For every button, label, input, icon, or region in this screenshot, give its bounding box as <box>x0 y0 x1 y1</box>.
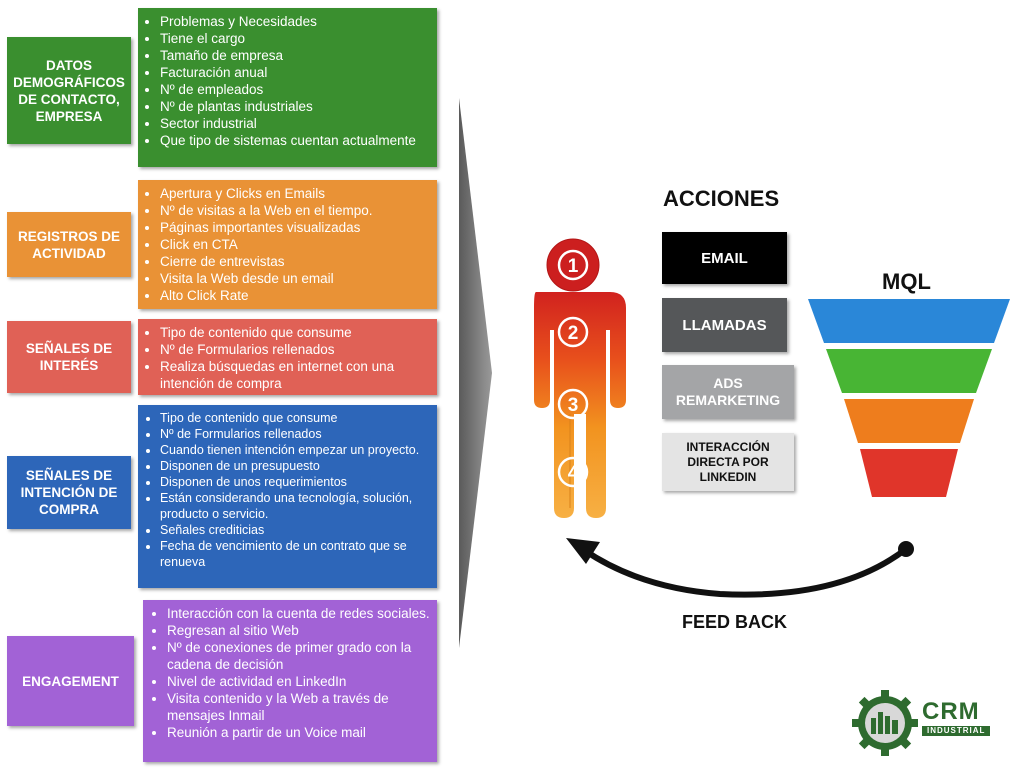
list-item: Alto Click Rate <box>160 287 431 304</box>
funnel-tier-1 <box>808 299 1010 343</box>
list-item: Fecha de vencimiento de un contrato que … <box>160 538 431 570</box>
list-item: Disponen de unos requerimientos <box>160 474 431 490</box>
step-badge-1: 1 <box>557 249 589 281</box>
step-badge-4: 4 <box>557 456 589 488</box>
funnel-tier-4 <box>860 449 958 497</box>
step-badge-2: 2 <box>557 316 589 348</box>
list-item: Tamaño de empresa <box>160 47 431 64</box>
list-item: Cierre de entrevistas <box>160 253 431 270</box>
list-item: Nº de visitas a la Web en el tiempo. <box>160 202 431 219</box>
category-label-engagement: ENGAGEMENT <box>7 636 134 726</box>
list-item: Click en CTA <box>160 236 431 253</box>
list-item: Tipo de contenido que consume <box>160 410 431 426</box>
crm-industrial-logo: CRM INDUSTRIAL <box>922 698 991 736</box>
step-number: 3 <box>568 395 579 416</box>
list-item: Nivel de actividad en LinkedIn <box>167 673 431 690</box>
feedback-label: FEED BACK <box>682 612 788 632</box>
logo-brand: CRM <box>922 698 980 725</box>
category-label-senales-intencion-compra: SEÑALES DE INTENCIÓN DE COMPRA <box>7 456 131 529</box>
acciones-title: ACCIONES <box>663 186 780 211</box>
mql-title: MQL <box>882 269 931 294</box>
feedback-arrow <box>566 538 914 598</box>
list-item: Están considerando una tecnología, soluc… <box>160 490 431 522</box>
step-number: 1 <box>568 256 579 277</box>
list-item: Páginas importantes visualizadas <box>160 219 431 236</box>
list-item: Apertura y Clicks en Emails <box>160 185 431 202</box>
mql-funnel <box>808 299 1010 497</box>
chevron-separator <box>459 98 492 648</box>
list-item: Realiza búsquedas en internet con una in… <box>160 358 431 392</box>
figure-head <box>546 238 600 292</box>
list-item: Disponen de un presupuesto <box>160 458 431 474</box>
step-badge-3: 3 <box>557 388 589 420</box>
list-item: Señales crediticias <box>160 522 431 538</box>
step-number: 2 <box>568 323 579 344</box>
step-number: 4 <box>568 463 579 484</box>
funnel-tier-3 <box>844 399 974 443</box>
category-label-datos-demograficos: DATOS DEMOGRÁFICOS DE CONTACTO, EMPRESA <box>7 37 131 144</box>
logo-sub: INDUSTRIAL <box>922 726 991 736</box>
list-item: Nº de plantas industriales <box>160 98 431 115</box>
list-item: Nº de Formularios rellenados <box>160 341 431 358</box>
list-item: Facturación anual <box>160 64 431 81</box>
action-ads-remarketing: ADS REMARKETING <box>662 365 794 419</box>
list-item: Regresan al sitio Web <box>167 622 431 639</box>
action-email: EMAIL <box>662 232 787 284</box>
figure-body <box>534 292 626 518</box>
category-list-datos-demograficos: Problemas y Necesidades Tiene el cargo T… <box>138 8 437 167</box>
list-item: Tipo de contenido que consume <box>160 324 431 341</box>
category-list-engagement: Interacción con la cuenta de redes socia… <box>143 600 437 762</box>
list-item: Nº de Formularios rellenados <box>160 426 431 442</box>
crm-industrial-gear-logo-icon <box>852 690 918 756</box>
list-item: Problemas y Necesidades <box>160 13 431 30</box>
list-item: Interacción con la cuenta de redes socia… <box>167 605 431 622</box>
list-item: Nº de empleados <box>160 81 431 98</box>
feedback-arrow-origin-dot <box>898 541 914 557</box>
lead-figure: 1 2 3 4 <box>534 238 626 518</box>
list-item: Reunión a partir de un Voice mail <box>167 724 431 741</box>
list-item: Tiene el cargo <box>160 30 431 47</box>
funnel-tier-2 <box>826 349 992 393</box>
list-item: Visita la Web desde un email <box>160 270 431 287</box>
category-label-registros-actividad: REGISTROS DE ACTIVIDAD <box>7 212 131 277</box>
category-list-registros-actividad: Apertura y Clicks en Emails Nº de visita… <box>138 180 437 309</box>
category-list-senales-intencion-compra: Tipo de contenido que consume Nº de Form… <box>138 405 437 588</box>
list-item: Nº de conexiones de primer grado con la … <box>167 639 431 673</box>
category-label-senales-interes: SEÑALES DE INTERÉS <box>7 321 131 393</box>
action-interaccion-linkedin: INTERACCIÓN DIRECTA POR LINKEDIN <box>662 433 794 491</box>
list-item: Sector industrial <box>160 115 431 132</box>
action-llamadas: LLAMADAS <box>662 298 787 352</box>
list-item: Visita contenido y la Web a través de me… <box>167 690 431 724</box>
list-item: Cuando tienen intención empezar un proye… <box>160 442 431 458</box>
list-item: Que tipo de sistemas cuentan actualmente <box>160 132 431 149</box>
category-list-senales-interes: Tipo de contenido que consume Nº de Form… <box>138 319 437 395</box>
